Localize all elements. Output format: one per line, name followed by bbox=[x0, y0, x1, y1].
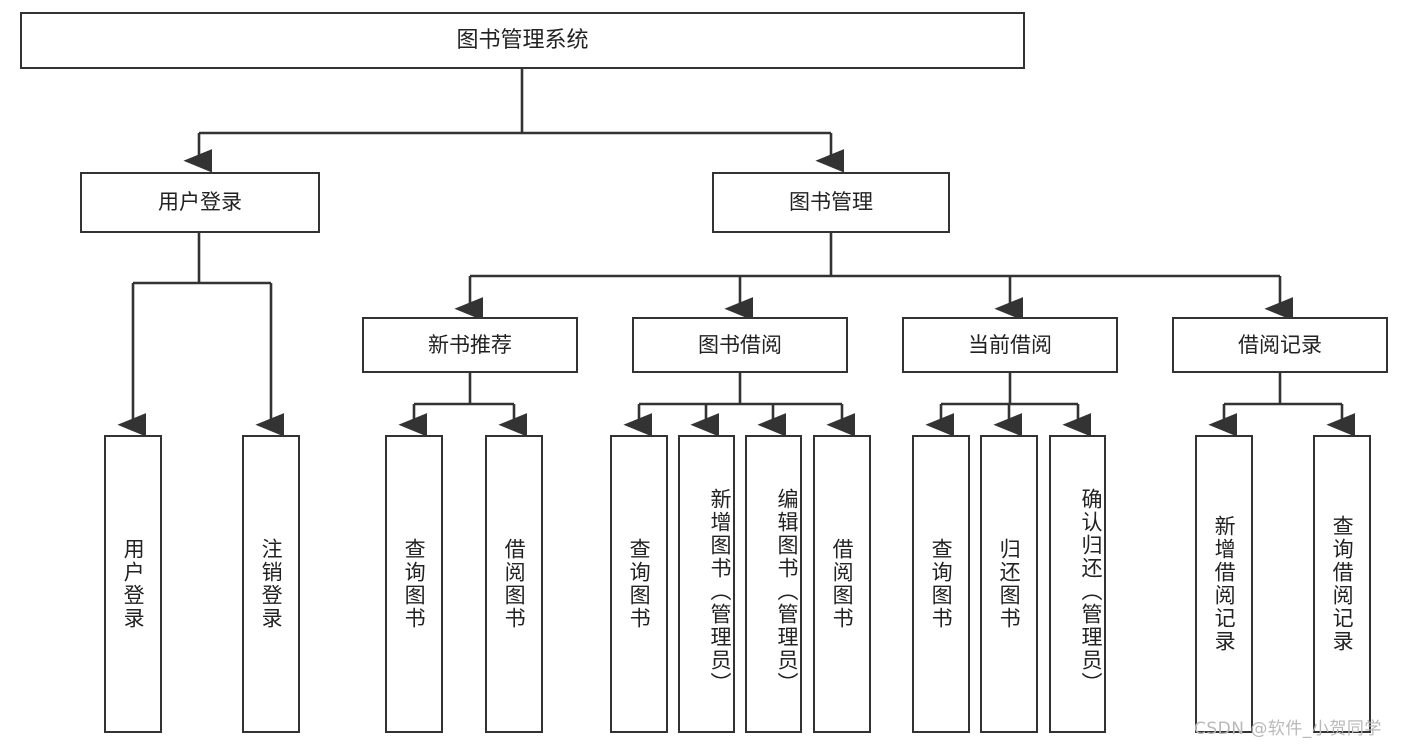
node-label: 用户登录 bbox=[158, 190, 242, 215]
leaf-query-record[interactable]: 查询借阅记录 bbox=[1313, 435, 1371, 733]
node-label: 图书管理 bbox=[789, 190, 873, 215]
node-label: 查询图书 bbox=[627, 538, 652, 630]
leaf-add-record[interactable]: 新增借阅记录 bbox=[1195, 435, 1253, 733]
node-book-borrow[interactable]: 图书借阅 bbox=[632, 317, 848, 373]
leaf-logout[interactable]: 注销登录 bbox=[242, 435, 300, 733]
csdn-watermark: CSDN @软件_小贺同学 bbox=[1194, 719, 1382, 739]
leaf-borrow-query[interactable]: 查询图书 bbox=[610, 435, 668, 733]
leaf-confirm-return[interactable]: 确认归还（管理员） bbox=[1049, 435, 1106, 733]
leaf-borrow-book[interactable]: 借阅图书 bbox=[813, 435, 871, 733]
node-label: 确认归还（管理员） bbox=[1079, 487, 1103, 695]
node-label: 查询图书 bbox=[929, 538, 954, 630]
node-label: 借阅图书 bbox=[502, 538, 527, 630]
node-new-book-rec[interactable]: 新书推荐 bbox=[362, 317, 578, 373]
node-current-borrow[interactable]: 当前借阅 bbox=[902, 317, 1118, 373]
node-label: 编辑图书（管理员） bbox=[775, 487, 799, 695]
node-book-manage[interactable]: 图书管理 bbox=[712, 172, 950, 233]
leaf-cur-query[interactable]: 查询图书 bbox=[912, 435, 970, 733]
node-label: 借阅图书 bbox=[830, 538, 855, 630]
leaf-user-login[interactable]: 用户登录 bbox=[104, 435, 162, 733]
node-label: 用户登录 bbox=[121, 538, 146, 630]
node-user-login[interactable]: 用户登录 bbox=[80, 172, 320, 233]
leaf-rec-borrow[interactable]: 借阅图书 bbox=[485, 435, 543, 733]
node-label: 新增借阅记录 bbox=[1212, 515, 1237, 653]
node-label: 新书推荐 bbox=[428, 332, 512, 357]
leaf-edit-book[interactable]: 编辑图书（管理员） bbox=[745, 435, 802, 733]
leaf-return-book[interactable]: 归还图书 bbox=[980, 435, 1038, 733]
node-root[interactable]: 图书管理系统 bbox=[20, 12, 1025, 69]
node-label: 当前借阅 bbox=[968, 332, 1052, 357]
node-label: 查询图书 bbox=[402, 538, 427, 630]
node-label: 图书借阅 bbox=[698, 332, 782, 357]
leaf-rec-query[interactable]: 查询图书 bbox=[385, 435, 443, 733]
node-label: 借阅记录 bbox=[1238, 332, 1322, 357]
leaf-add-book[interactable]: 新增图书（管理员） bbox=[678, 435, 735, 733]
node-label: 注销登录 bbox=[259, 538, 284, 630]
node-label: 归还图书 bbox=[997, 538, 1022, 630]
node-label: 新增图书（管理员） bbox=[708, 487, 732, 695]
node-label: 图书管理系统 bbox=[456, 27, 589, 53]
node-label: 查询借阅记录 bbox=[1330, 515, 1355, 653]
node-borrow-record[interactable]: 借阅记录 bbox=[1172, 317, 1388, 373]
